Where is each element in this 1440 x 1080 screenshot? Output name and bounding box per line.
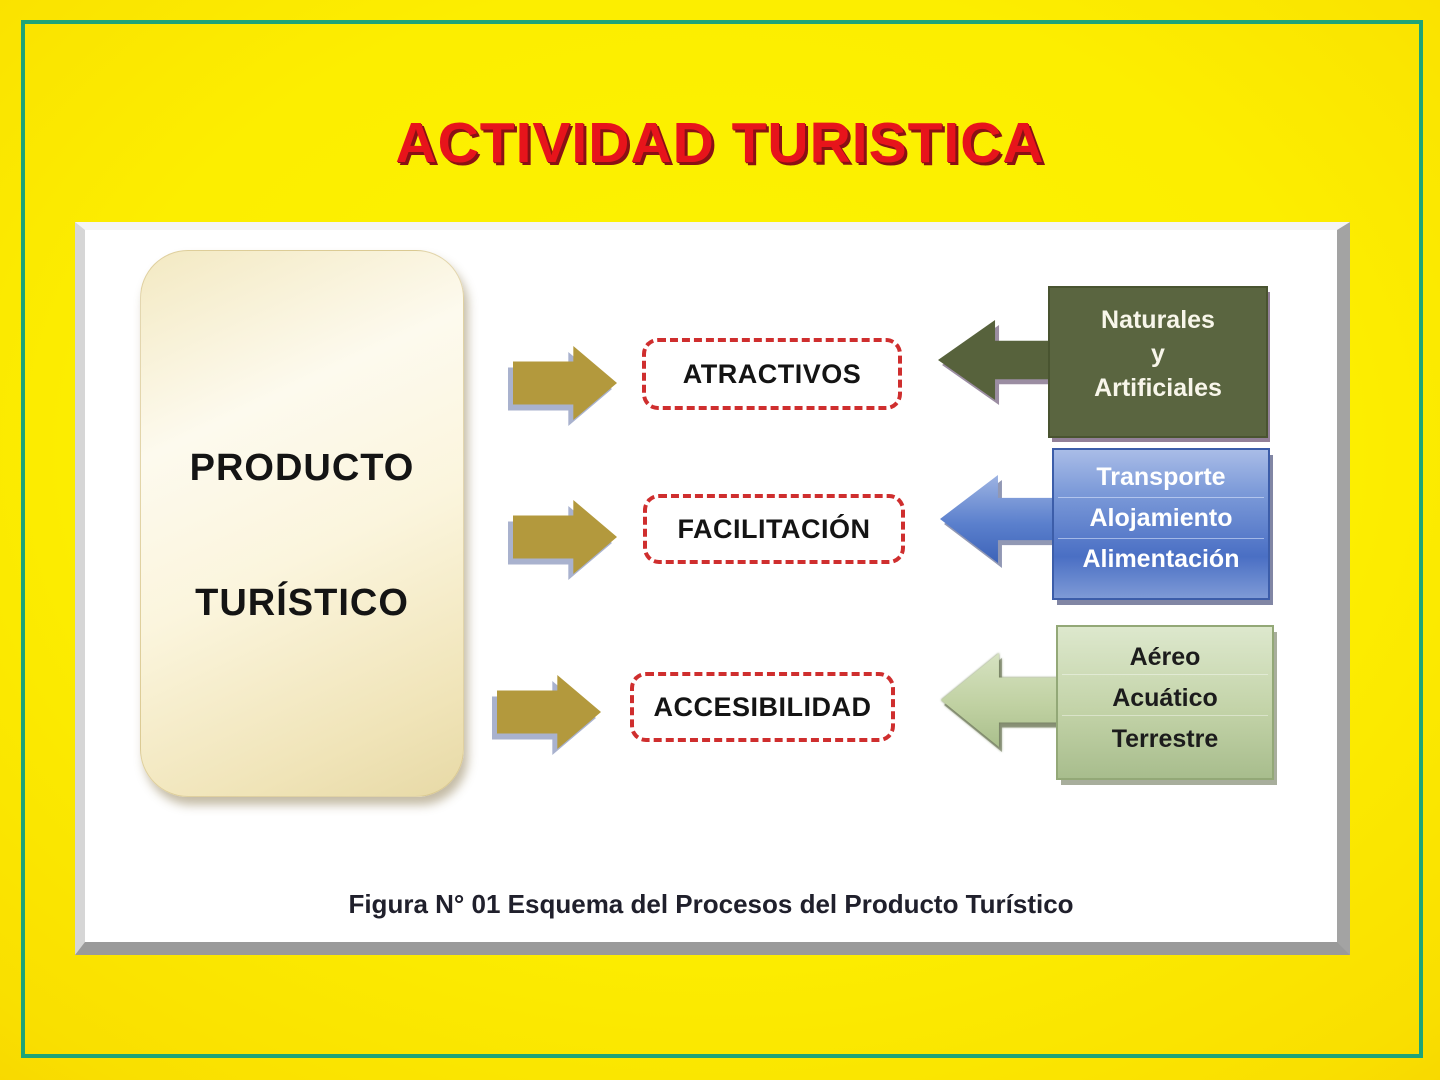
arrow-right-icon xyxy=(497,675,601,749)
arrow-left-icon xyxy=(941,653,1067,747)
item-label: Alimentación xyxy=(1082,545,1240,573)
item-label: Transporte xyxy=(1096,463,1226,491)
dashed-box-label: ATRACTIVOS xyxy=(682,358,862,389)
accesibilidad-items-box: Aéreo Acuático Terrestre xyxy=(1056,625,1274,780)
atractivos-items-box: Naturales y Artificiales xyxy=(1048,286,1268,438)
arrow-right-icon xyxy=(513,500,617,574)
dashed-box-label: FACILITACIÓN xyxy=(677,513,871,544)
dashed-box-atractivos: ATRACTIVOS xyxy=(642,338,902,410)
item-label: Naturales xyxy=(1101,306,1215,334)
item-label: Alojamiento xyxy=(1089,504,1233,532)
divider xyxy=(1062,674,1268,675)
divider xyxy=(1062,715,1268,716)
divider xyxy=(1058,538,1264,539)
product-box-title-line2: TURÍSTICO xyxy=(195,582,409,624)
dashed-box-label: ACCESIBILIDAD xyxy=(653,691,872,722)
item-label: Terrestre xyxy=(1111,725,1219,753)
dashed-box-facilitacion: FACILITACIÓN xyxy=(643,494,905,564)
product-box-title-line1: PRODUCTO xyxy=(189,447,415,489)
arrow-left-icon xyxy=(938,320,1062,400)
product-box: PRODUCTO TURÍSTICO xyxy=(140,250,464,797)
figure-caption: Figura N° 01 Esquema del Procesos del Pr… xyxy=(348,889,1074,919)
item-label: y xyxy=(1151,340,1165,368)
facilitacion-items-box: Transporte Alojamiento Alimentación xyxy=(1052,448,1270,600)
divider xyxy=(1058,497,1264,498)
page-title: ACTIVIDAD TURISTICA xyxy=(395,111,1045,175)
item-label: Artificiales xyxy=(1094,374,1222,402)
dashed-box-accesibilidad: ACCESIBILIDAD xyxy=(630,672,895,742)
arrow-right-icon xyxy=(513,346,617,420)
arrow-left-icon xyxy=(940,475,1066,563)
item-label: Aéreo xyxy=(1129,643,1201,671)
item-label: Acuático xyxy=(1112,684,1218,712)
